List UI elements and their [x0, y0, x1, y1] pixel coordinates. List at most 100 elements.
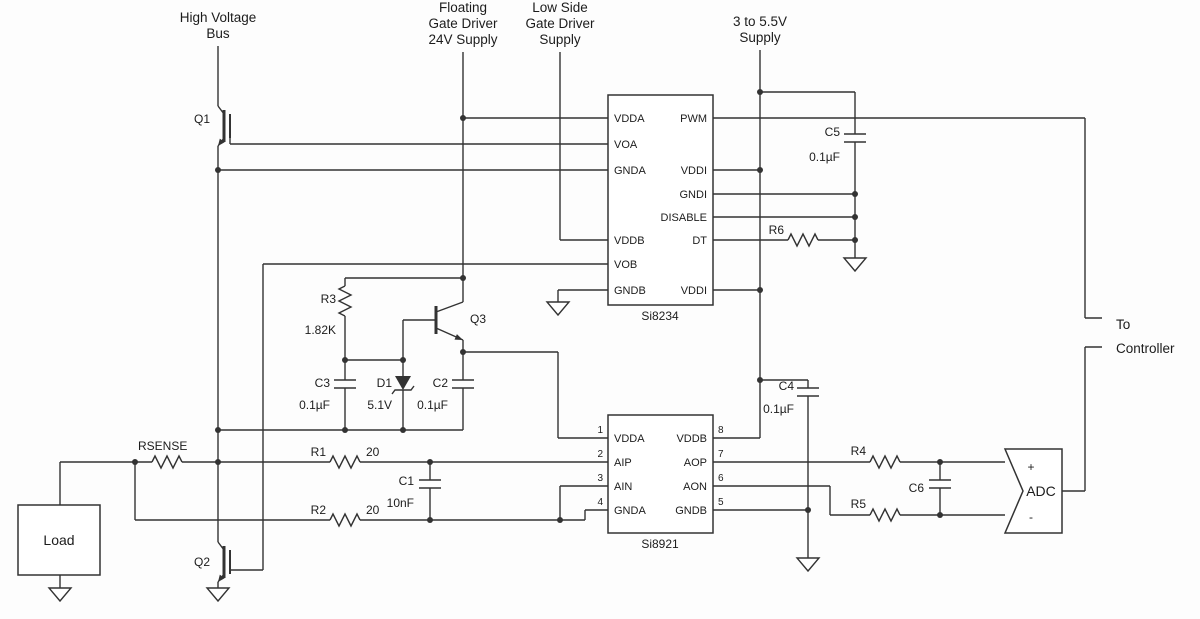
ground-icon — [545, 301, 571, 317]
logic-supply-label-line1: 3 to 5.5V — [733, 14, 787, 29]
low-side-supply-label-line1: Low Side — [532, 0, 588, 15]
c5-value: 0.1µF — [809, 150, 840, 164]
si8234-pin-pwm: PWM — [680, 113, 707, 125]
hv-bus-label-line1: High Voltage — [180, 10, 257, 25]
hv-bus-label-line2: Bus — [206, 26, 230, 41]
c2-label: C2 — [433, 376, 449, 390]
si8921-pin-ain: AIN — [614, 481, 632, 493]
ic-si8921: VDDA AIP AIN GNDA 1 2 3 4 VDDB AOP AON G… — [597, 414, 724, 551]
to-controller-label-line1: To — [1116, 317, 1130, 332]
si8921-body — [607, 414, 714, 534]
d1-value: 5.1V — [367, 398, 392, 412]
floating-supply-label-line1: Floating — [439, 0, 487, 15]
si8234-pin-gndb: GNDB — [614, 285, 646, 297]
c3-label: C3 — [315, 376, 331, 390]
low-side-supply-label-line3: Supply — [539, 32, 581, 47]
capacitor-c4: C4 0.1µF — [763, 379, 819, 416]
ground-icon — [205, 587, 231, 603]
adc-minus-input: - — [1029, 510, 1033, 524]
si8234-pin-vddb: VDDB — [614, 235, 645, 247]
rsense-label: RSENSE — [138, 439, 187, 453]
resistor-rsense: RSENSE — [138, 439, 187, 470]
r3-label: R3 — [321, 292, 337, 306]
si8234-name: Si8234 — [641, 309, 679, 323]
si8921-pin-7-number: 7 — [718, 449, 724, 460]
si8921-pin-gndb: GNDB — [675, 505, 707, 517]
resistor-r4: R4 — [851, 444, 901, 470]
load-block: Load — [17, 504, 101, 576]
si8921-pin-aip: AIP — [614, 457, 632, 469]
q3-label: Q3 — [470, 312, 486, 326]
r4-label: R4 — [851, 444, 867, 458]
si8921-pin-4-number: 4 — [597, 497, 603, 508]
si8921-pin-3-number: 3 — [597, 473, 603, 484]
si8921-pin-2-number: 2 — [597, 449, 603, 460]
r1-value: 20 — [366, 445, 380, 459]
si8234-body — [607, 94, 714, 306]
c4-value: 0.1µF — [763, 402, 794, 416]
c1-value: 10nF — [387, 496, 414, 510]
r2-label: R2 — [311, 503, 327, 517]
adc-label: ADC — [1026, 483, 1056, 499]
c6-label: C6 — [909, 481, 925, 495]
ic-si8234: VDDA VOA GNDA VDDB VOB GNDB PWM VDDI GND… — [607, 94, 714, 323]
d1-label: D1 — [377, 376, 393, 390]
si8921-pin-vdda: VDDA — [614, 433, 645, 445]
transistor-q3: Q3 — [434, 306, 486, 340]
si8921-name: Si8921 — [641, 537, 679, 551]
capacitor-c5: C5 0.1µF — [809, 125, 866, 164]
transistor-q1: Q1 — [194, 105, 231, 147]
resistor-r3: R3 1.82K — [305, 285, 353, 337]
r3-value: 1.82K — [305, 323, 336, 337]
transistor-q2: Q2 — [194, 541, 231, 583]
si8921-pin-aon: AON — [683, 481, 707, 493]
to-controller-label-line2: Controller — [1116, 341, 1175, 356]
low-side-supply-label-line2: Gate Driver — [525, 16, 595, 31]
ground-symbols — [47, 257, 868, 603]
r1-label: R1 — [311, 445, 327, 459]
c4-label: C4 — [779, 379, 795, 393]
capacitor-c3: C3 0.1µF — [299, 376, 356, 412]
zener-diode-d1: D1 5.1V — [367, 376, 415, 412]
si8921-pin-5-number: 5 — [718, 497, 724, 508]
q3-emitter-arrow — [454, 334, 463, 340]
load-label: Load — [43, 532, 74, 548]
si8234-pin-dt: DT — [692, 235, 707, 247]
adc-plus-input: + — [1027, 460, 1034, 474]
adc-body — [1003, 448, 1063, 534]
si8234-pin-gndi: GNDI — [680, 189, 708, 201]
c1-label: C1 — [399, 474, 415, 488]
r2-value: 20 — [366, 503, 380, 517]
si8921-pin-vddb: VDDB — [676, 433, 707, 445]
r6-label: R6 — [769, 223, 785, 237]
si8234-pin-disable: DISABLE — [661, 212, 707, 224]
capacitor-c6: C6 — [909, 479, 951, 495]
c5-label: C5 — [825, 125, 841, 139]
logic-supply-label-line2: Supply — [739, 30, 781, 45]
resistor-r5: R5 — [851, 497, 901, 523]
si8234-pin-vddi1: VDDI — [681, 165, 707, 177]
si8234-pin-vob: VOB — [614, 259, 637, 271]
si8234-pin-voa: VOA — [614, 139, 638, 151]
ground-icon — [842, 257, 868, 273]
resistor-r2: R2 20 — [311, 503, 380, 528]
ground-icon — [47, 587, 73, 603]
adc-block: + - ADC — [1003, 448, 1063, 534]
si8921-pin-8-number: 8 — [718, 425, 724, 436]
q2-emitter-arrow — [218, 574, 225, 582]
c3-value: 0.1µF — [299, 398, 330, 412]
si8921-pin-aop: AOP — [684, 457, 707, 469]
q1-emitter-arrow — [218, 138, 225, 146]
supply-labels: High Voltage Bus Floating Gate Driver 24… — [180, 0, 1175, 356]
si8234-pin-gnda: GNDA — [614, 165, 646, 177]
resistor-r6: R6 — [769, 223, 819, 248]
si8234-pin-vddi2: VDDI — [681, 285, 707, 297]
resistor-r1: R1 20 — [311, 445, 380, 470]
q2-label: Q2 — [194, 555, 210, 569]
wires — [59, 46, 1102, 588]
c2-value: 0.1µF — [417, 398, 448, 412]
si8234-pin-vdda: VDDA — [614, 113, 645, 125]
si8921-pin-gnda: GNDA — [614, 505, 646, 517]
